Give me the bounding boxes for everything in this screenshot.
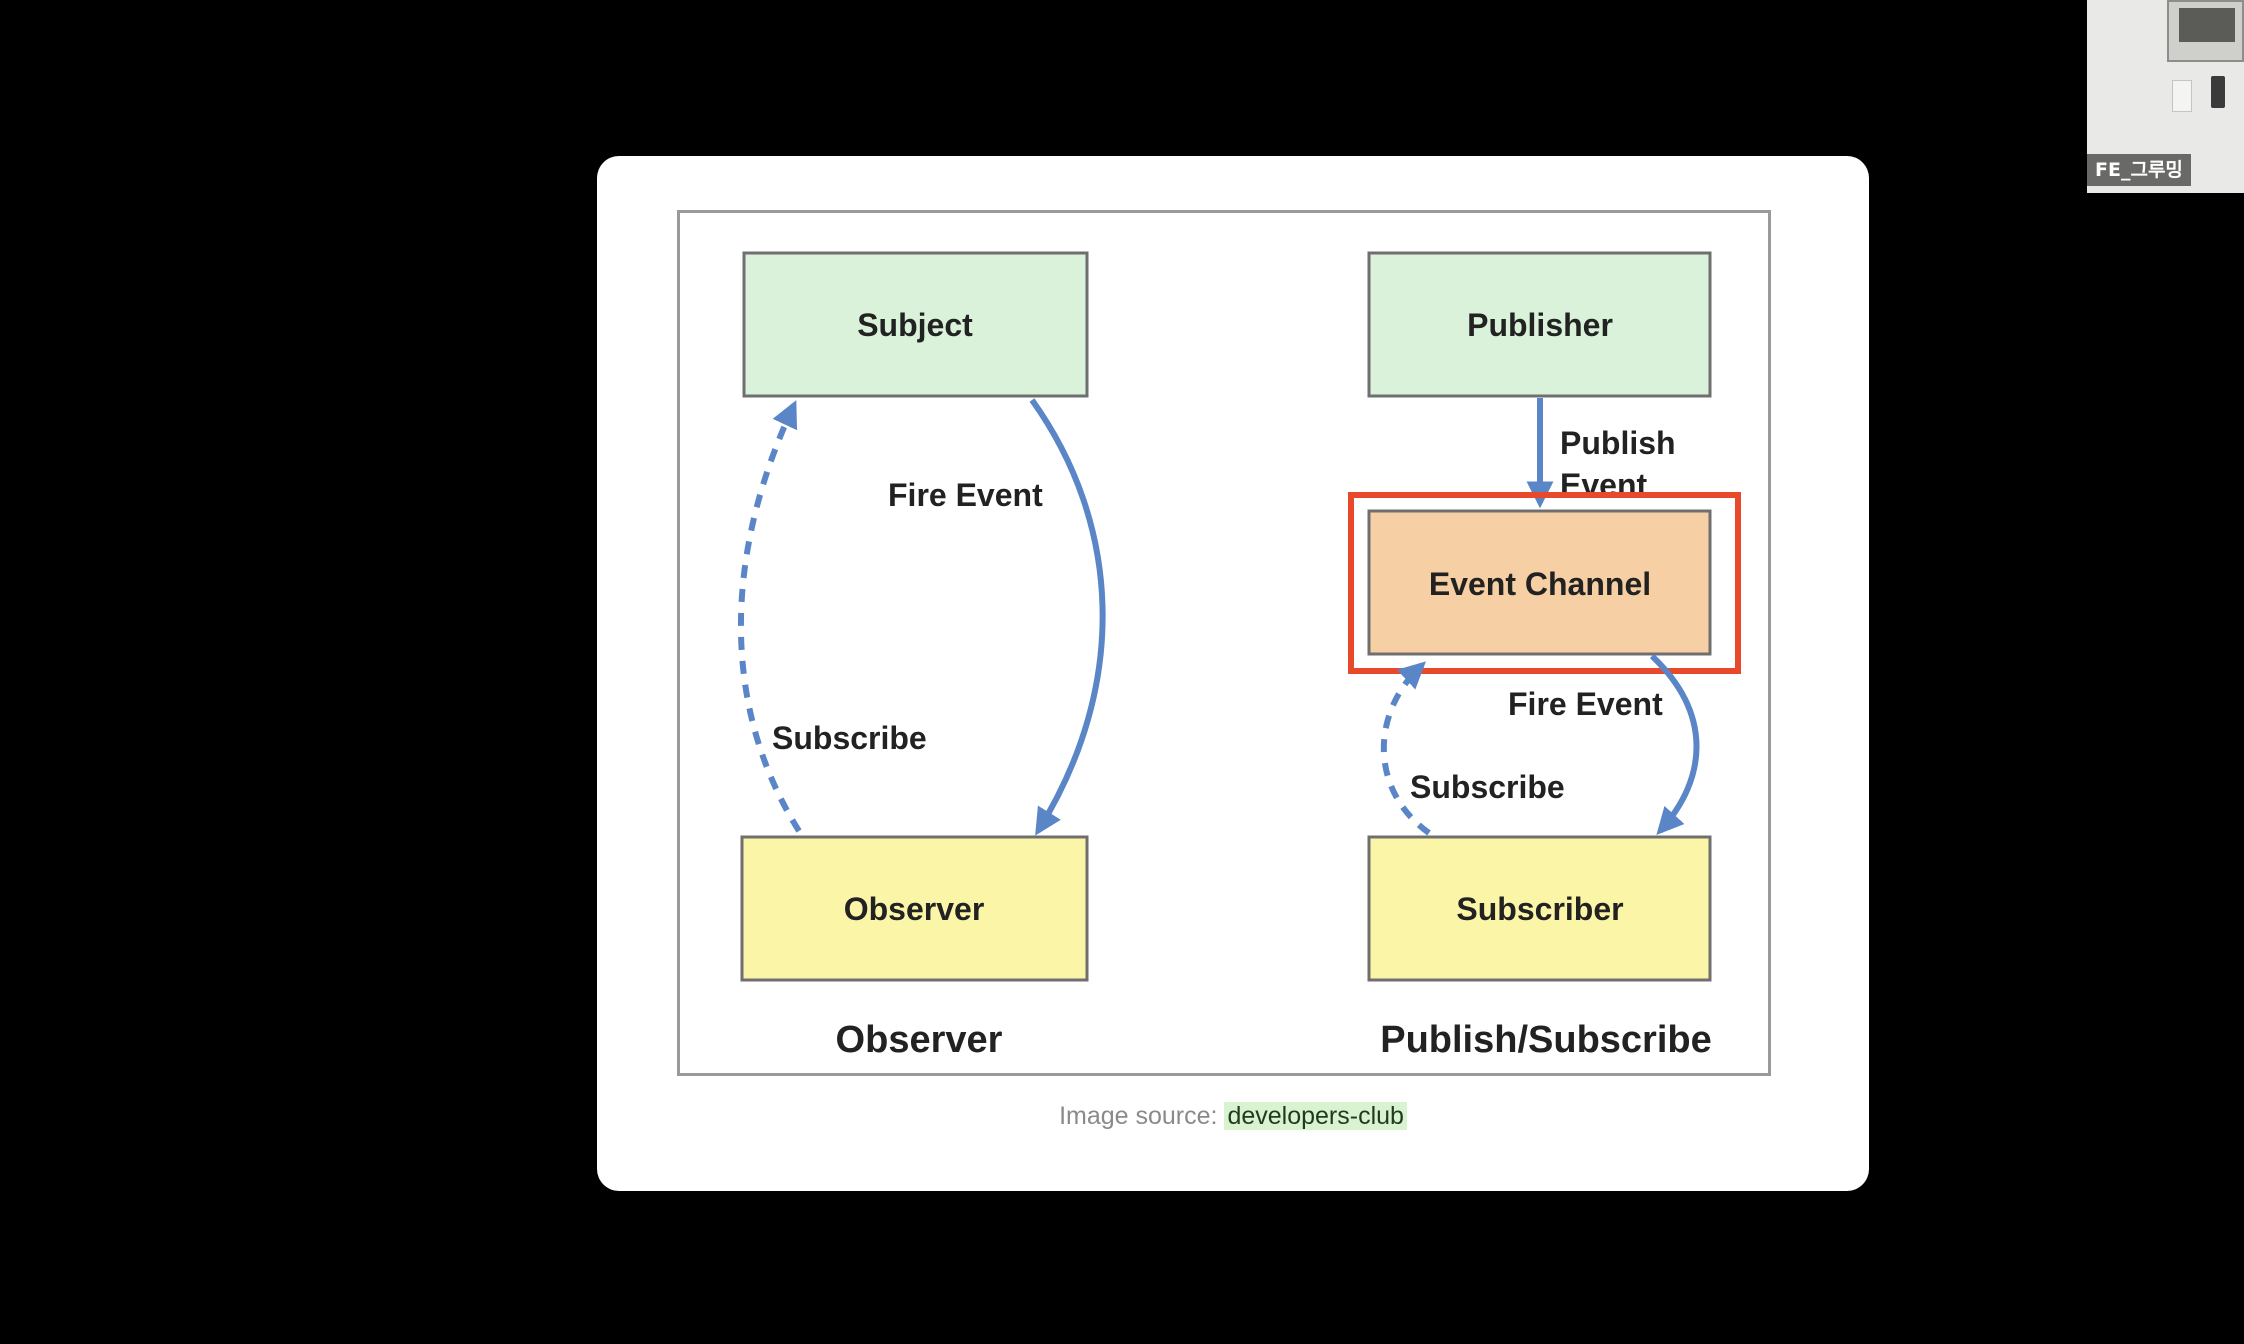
publish-event-label-1: Publish (1560, 425, 1676, 461)
fire-event-arrow-right (1649, 653, 1700, 836)
presentation-slide: Subject Observer Fire Event Subscribe Ob… (597, 156, 1869, 1191)
caption-source-link[interactable]: developers-club (1224, 1102, 1407, 1130)
section-title-observer: Observer (836, 1019, 1003, 1061)
observer-node: Observer (740, 835, 1089, 982)
fire-event-label-left: Fire Event (888, 477, 1043, 513)
publisher-node: Publisher (1367, 251, 1712, 398)
subscribe-label-left: Subscribe (772, 720, 927, 756)
wall-frame-screen (2179, 8, 2235, 42)
section-title-pubsub: Publish/Subscribe (1380, 1019, 1712, 1061)
event-channel-node: Event Channel (1367, 509, 1712, 656)
fire-event-arrow-left (1029, 398, 1106, 836)
observer-label: Observer (844, 891, 985, 927)
subject-label: Subject (857, 307, 973, 343)
subject-node: Subject (742, 251, 1089, 398)
subscribe-arrow-left (738, 400, 802, 833)
subscribe-label-right: Subscribe (1410, 769, 1565, 805)
subscribe-arrow-right (1380, 661, 1431, 836)
image-source-caption: Image source: developers-club (597, 1102, 1869, 1131)
fire-event-label-right: Fire Event (1508, 686, 1663, 722)
pattern-diagram: Subject Observer Fire Event Subscribe Ob… (738, 251, 1741, 1061)
participant-video-tile[interactable]: FE_그루밍 (2087, 0, 2244, 193)
event-channel-label: Event Channel (1429, 566, 1651, 602)
diagram-frame: Subject Observer Fire Event Subscribe Ob… (677, 210, 1771, 1076)
wall-switch-image (2172, 80, 2192, 112)
subscriber-node: Subscriber (1367, 835, 1712, 982)
participant-name: FE_그루밍 (2087, 154, 2191, 186)
subscriber-label: Subscriber (1456, 891, 1623, 927)
publisher-label: Publisher (1467, 307, 1613, 343)
caption-prefix: Image source: (1059, 1102, 1218, 1130)
wall-device-image (2211, 76, 2225, 108)
highlight-box (1348, 492, 1741, 674)
